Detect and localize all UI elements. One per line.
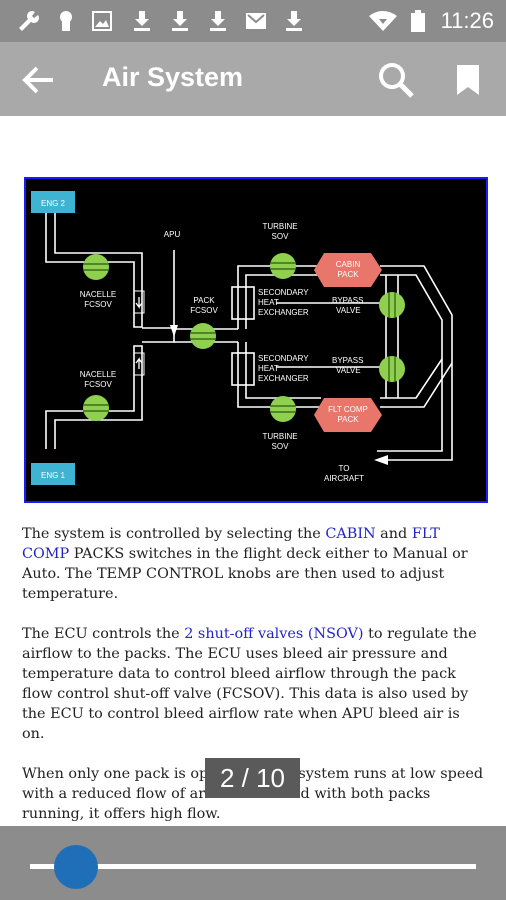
text-span: and (375, 526, 412, 542)
turbine-sov-top-label-1: TURBINE (262, 222, 297, 231)
battery-icon (411, 10, 425, 32)
download-icon (286, 11, 302, 31)
eng2-box (31, 191, 75, 213)
page-slider-bar (0, 826, 506, 900)
bypass-top-label-2: VALVE (336, 306, 361, 315)
nacelle-fcsov-top-label-2: FCSOV (84, 300, 112, 309)
text-span: and with both packs running, it offers h… (22, 786, 431, 822)
turbine-sov-bottom-label-2: SOV (272, 442, 290, 451)
text-span: The system is controlled by selecting th… (22, 526, 326, 542)
cabin-pack-label-2: PACK (337, 270, 359, 279)
nacelle-fcsov-top-label-1: NACELLE (80, 290, 116, 299)
flt-comp-pack (314, 398, 382, 432)
status-bar: 11:26 (0, 0, 506, 42)
air-system-diagram: ENG 2 ENG 1 CABIN PACK FLT COMP PACK APU… (24, 177, 488, 503)
flt-comp-pack-label-1: FLT COMP (328, 405, 368, 414)
cabin-link[interactable]: CABIN (325, 526, 376, 542)
keyhole-icon (60, 11, 72, 31)
pack-fcsov-label-1: PACK (193, 296, 215, 305)
search-icon (379, 63, 414, 98)
pack-fcsov-valve (190, 323, 216, 349)
cabin-pack-label-1: CABIN (336, 260, 361, 269)
bypass-valve-bottom (379, 356, 405, 382)
slider-thumb[interactable] (54, 845, 98, 889)
paragraph-2: The ECU controls the 2 shut-off valves (… (22, 624, 486, 744)
download-icon (172, 11, 188, 31)
eng2-label: ENG 2 (41, 199, 66, 208)
turbine-sov-bottom-label-1: TURBINE (262, 432, 297, 441)
download-icon (210, 11, 226, 31)
bypass-bottom-label-1: BYPASS (332, 356, 363, 365)
bypass-top-label-1: BYPASS (332, 296, 363, 305)
slider-track[interactable] (30, 864, 476, 869)
to-aircraft-label-1: TO (339, 464, 350, 473)
pack-fcsov-label-2: FCSOV (190, 306, 218, 315)
text-span: to regulate the airflow to the packs. Th… (22, 626, 477, 742)
eng1-box (31, 463, 75, 485)
gmail-icon (246, 13, 266, 29)
flt-comp-link[interactable]: FLT COMP (22, 526, 440, 562)
bookmark-icon (457, 65, 479, 95)
shx-bottom-label-2: HEAT (258, 364, 279, 373)
to-aircraft-label-2: AIRCRAFT (324, 474, 364, 483)
search-button[interactable] (374, 58, 418, 102)
flt-comp-pack-label-2: PACK (337, 415, 359, 424)
shx-top-label-3: EXCHANGER (258, 308, 309, 317)
shx-bottom-label-1: SECONDARY (258, 354, 309, 363)
article-body: The system is controlled by selecting th… (22, 524, 486, 844)
nacelle-fcsov-bottom-label-2: FCSOV (84, 380, 112, 389)
clock: 11:26 (440, 8, 494, 33)
page-title: Air System (102, 62, 244, 92)
turbine-sov-bottom-valve (270, 396, 296, 422)
wifi-icon (369, 11, 397, 31)
arrow-left-icon (22, 66, 53, 94)
image-icon (92, 11, 112, 31)
shx-top-label-1: SECONDARY (258, 288, 309, 297)
turbine-sov-top-valve (270, 253, 296, 279)
bypass-valve-top (379, 292, 405, 318)
nacelle-fcsov-bottom-label-1: NACELLE (80, 370, 116, 379)
shx-top-label-2: HEAT (258, 298, 279, 307)
turbine-sov-top-label-2: SOV (272, 232, 290, 241)
bookmark-button[interactable] (446, 58, 490, 102)
text-span: The ECU controls the (22, 626, 185, 642)
nacelle-fcsov-bottom-valve (83, 395, 109, 421)
shx-bottom-label-3: EXCHANGER (258, 374, 309, 383)
eng1-label: ENG 1 (41, 471, 66, 480)
nacelle-fcsov-top-valve (83, 254, 109, 280)
shutoff-valves-link[interactable]: 2 shut-off valves (NSOV) (184, 626, 364, 642)
cabin-pack (314, 253, 382, 287)
text-span: PACKS switches in the flight deck either… (22, 546, 468, 602)
page-indicator: 2 / 10 (205, 758, 300, 798)
back-button[interactable] (16, 58, 60, 102)
app-bar: Air System (0, 42, 506, 116)
bypass-bottom-label-2: VALVE (336, 366, 361, 375)
paragraph-1: The system is controlled by selecting th… (22, 524, 486, 604)
apu-label: APU (164, 230, 181, 239)
wrench-icon (19, 11, 39, 32)
download-icon (134, 11, 150, 31)
